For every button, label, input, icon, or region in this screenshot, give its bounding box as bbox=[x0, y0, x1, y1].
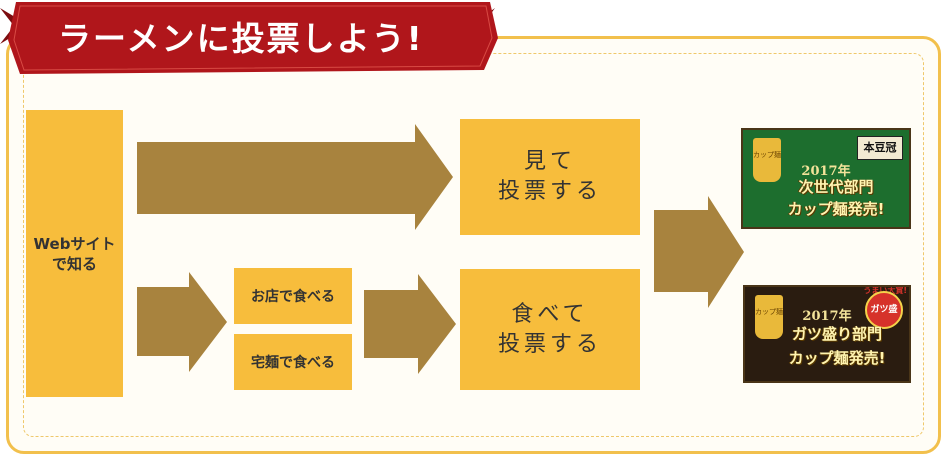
product-card-next-generation[interactable]: カップ麺 本豆冠 2017年 次世代部門 カップ麺発売! bbox=[741, 128, 911, 229]
vote-by-viewing-box: 見て 投票する bbox=[460, 119, 640, 235]
cup-noodle-icon: カップ麺 bbox=[755, 295, 783, 339]
product-release: カップ麺発売! bbox=[787, 200, 885, 218]
arrow-web-to-view bbox=[137, 124, 453, 230]
product-card-gatsumori[interactable]: カップ麺 うまい大賞! ガツ盛 2017年 ガツ盛り部門 カップ麺発売! bbox=[743, 285, 911, 383]
eat-delivery-label: 宅麺で食べる bbox=[251, 355, 335, 371]
product-release: カップ麺発売! bbox=[788, 349, 886, 367]
title-banner bbox=[0, 2, 498, 74]
brand-seal: 本豆冠 bbox=[857, 136, 903, 160]
vote-panel bbox=[6, 36, 941, 454]
award-badge: ガツ盛 bbox=[865, 291, 903, 329]
vote-by-eating-box: 食べて 投票する bbox=[460, 269, 640, 390]
page-title: ラーメンに投票しよう! bbox=[58, 19, 424, 58]
cup-noodle-icon: カップ麺 bbox=[753, 138, 781, 182]
eat-delivery-box: 宅麺で食べる bbox=[234, 334, 352, 390]
source-box-web: Webサイト で知る bbox=[26, 110, 123, 397]
product-year: 2017年 bbox=[801, 164, 851, 179]
product-category: ガツ盛り部門 bbox=[791, 325, 882, 343]
eat-in-store-box: お店で食べる bbox=[234, 268, 352, 324]
product-year: 2017年 bbox=[802, 309, 852, 324]
vote-by-eating-label: 食べて 投票する bbox=[497, 301, 602, 357]
eat-in-store-label: お店で食べる bbox=[251, 289, 335, 305]
source-label: Webサイト で知る bbox=[33, 234, 116, 273]
product-category: 次世代部門 bbox=[798, 178, 874, 196]
vote-by-viewing-label: 見て 投票する bbox=[497, 149, 602, 204]
arrow-web-to-eat bbox=[137, 272, 227, 372]
arrow-vote-to-products bbox=[654, 196, 744, 308]
arrow-eat-to-vote bbox=[364, 274, 456, 374]
